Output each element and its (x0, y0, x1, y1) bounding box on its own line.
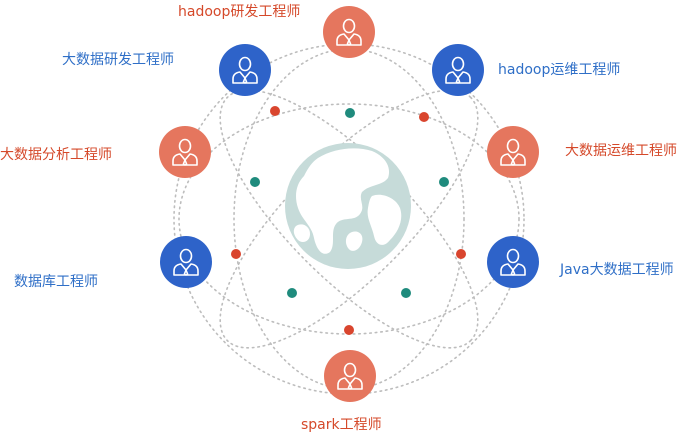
user-icon (500, 248, 526, 276)
user-icon (232, 56, 258, 84)
user-icon (173, 248, 199, 276)
node-label-spark: spark工程师 (301, 417, 382, 433)
node-label-bigdata-analysis: 大数据分析工程师 (0, 147, 112, 163)
user-icon (445, 56, 471, 84)
node-label-database: 数据库工程师 (14, 274, 98, 290)
connector-dot (456, 249, 466, 259)
node-hadoop-ops (432, 44, 484, 96)
node-label-bigdata-dev: 大数据研发工程师 (62, 52, 174, 68)
connector-dot (345, 108, 355, 118)
node-label-hadoop-dev: hadoop研发工程师 (178, 4, 301, 20)
node-bigdata-dev (219, 44, 271, 96)
connector-dot (231, 249, 241, 259)
user-icon (172, 138, 198, 166)
node-database (160, 236, 212, 288)
node-spark (324, 350, 376, 402)
user-icon (500, 138, 526, 166)
node-label-hadoop-ops: hadoop运维工程师 (498, 62, 621, 78)
node-label-java-bigdata: Java大数据工程师 (560, 262, 674, 278)
node-label-bigdata-ops: 大数据运维工程师 (565, 143, 677, 159)
user-icon (336, 18, 362, 46)
node-bigdata-ops (487, 126, 539, 178)
nodes-layer (159, 6, 539, 402)
connector-dot (270, 106, 280, 116)
connector-dot (287, 288, 297, 298)
user-icon (337, 362, 363, 390)
connector-dot (419, 112, 429, 122)
node-java-bigdata (487, 236, 539, 288)
connector-dot (344, 325, 354, 335)
node-hadoop-dev (323, 6, 375, 58)
connector-dots (231, 106, 466, 335)
globe-icon (285, 143, 411, 269)
connector-dot (439, 177, 449, 187)
connector-dot (250, 177, 260, 187)
node-bigdata-analysis (159, 126, 211, 178)
connector-dot (401, 288, 411, 298)
